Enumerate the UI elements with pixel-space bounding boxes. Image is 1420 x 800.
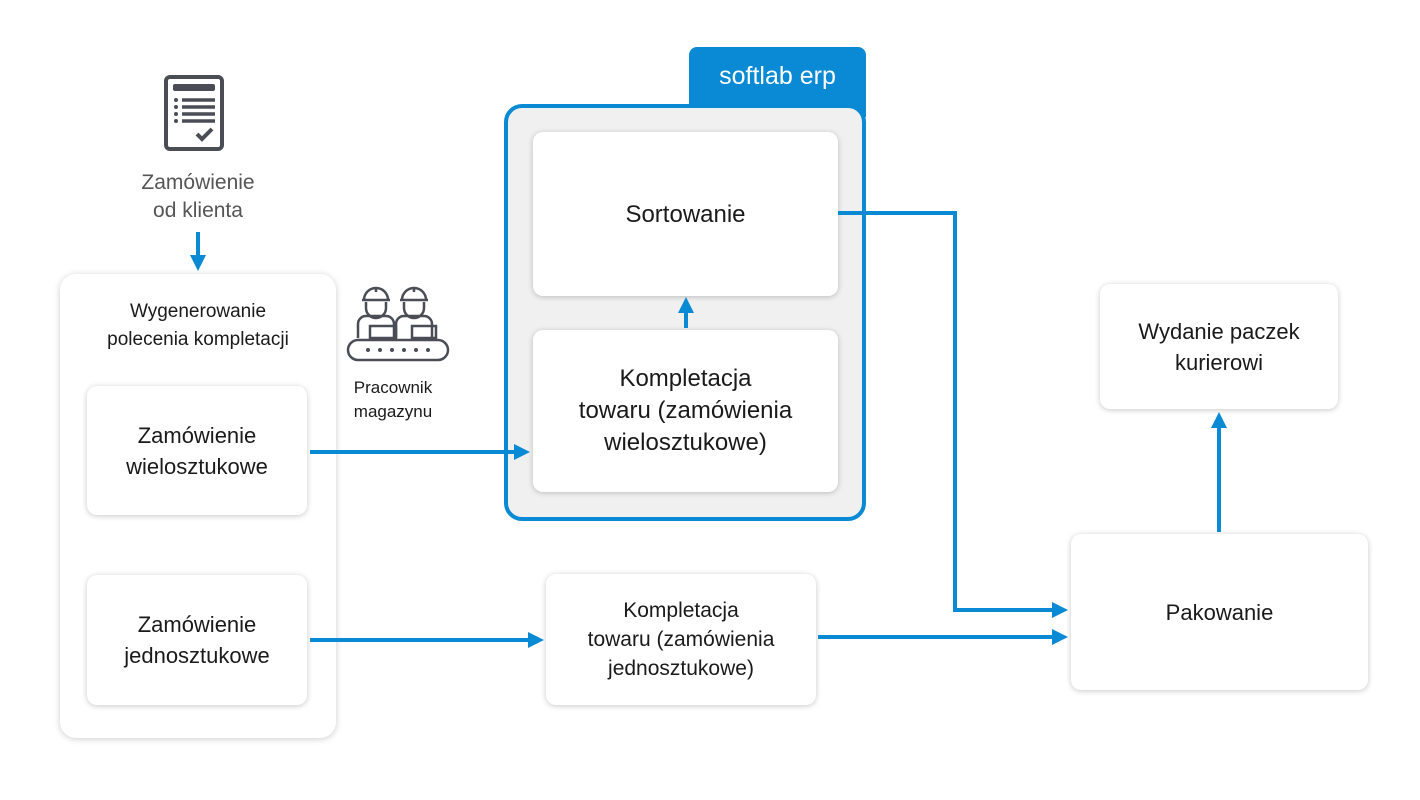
courier-line2: kurierowi bbox=[1174, 349, 1264, 375]
multi-picking-box: Kompletacja towaru (zamówienia wielosztuko… bbox=[533, 330, 838, 492]
single-order-line2: jednosztukowe bbox=[124, 643, 270, 668]
single-order-line1: Zamówienie bbox=[137, 612, 257, 637]
worker-label-line1: Pracownik bbox=[353, 378, 433, 397]
multi-order-line1: Zamówienie bbox=[137, 422, 257, 448]
sorting-box: Sortowanie bbox=[533, 132, 838, 296]
generate-title-line1: Wygenerowanie bbox=[129, 301, 267, 322]
single-picking-line2: towaru (zamówienia bbox=[587, 628, 775, 651]
multi-order-line2: wielosztukowe bbox=[126, 453, 268, 479]
single-picking-line1: Kompletacja bbox=[623, 599, 739, 622]
worker-label-line2: magazynu bbox=[353, 402, 433, 421]
arrow-sorting-to-packing bbox=[838, 211, 1068, 618]
packing-box: Pakowanie bbox=[1071, 534, 1368, 690]
multi-picking-line3: wielosztukowe) bbox=[604, 429, 767, 456]
generate-title: Wygenerowanie polecenia kompletacji bbox=[60, 298, 336, 354]
single-item-order-box: Zamówienie jednosztukowe bbox=[87, 575, 307, 705]
courier-line1: Wydanie paczek bbox=[1138, 318, 1300, 344]
worker-label: Pracownik magazynu bbox=[333, 376, 453, 424]
order-label: Zamówienie od klienta bbox=[98, 169, 298, 225]
multi-item-order-box: Zamówienie wielosztukowe bbox=[87, 386, 307, 515]
single-picking-line3: jednosztukowe) bbox=[608, 657, 754, 680]
multi-picking-line1: Kompletacja bbox=[619, 365, 752, 392]
order-label-line1: Zamówienie bbox=[141, 171, 255, 194]
order-label-line2: od klienta bbox=[153, 199, 243, 222]
single-picking-box: Kompletacja towaru (zamówienia jednosztuko… bbox=[546, 574, 816, 705]
checklist-document-icon bbox=[164, 75, 224, 151]
multi-picking-line2: towaru (zamówienia bbox=[578, 397, 793, 424]
courier-handover-box: Wydanie paczek kurierowi bbox=[1100, 284, 1338, 409]
warehouse-workers-icon bbox=[346, 286, 450, 362]
generate-title-line2: polecenia kompletacji bbox=[107, 329, 289, 350]
